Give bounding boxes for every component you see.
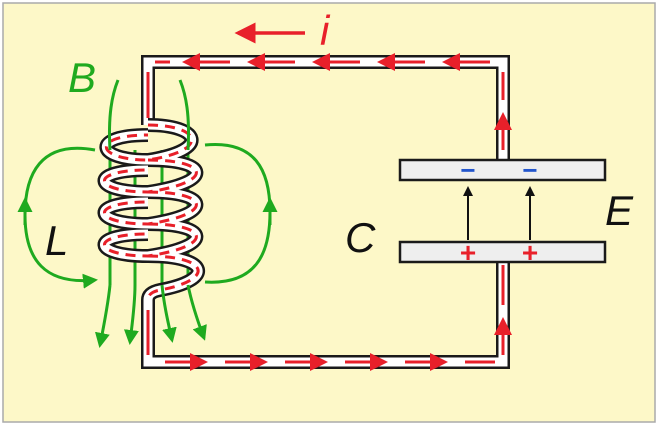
electric-field-arrows xyxy=(463,186,535,240)
current-flow-arrows xyxy=(146,53,512,371)
negative-charge-left: − xyxy=(460,155,475,185)
inductor-label: L xyxy=(45,217,68,264)
electric-field-label: E xyxy=(605,187,634,234)
positive-charge-right: + xyxy=(522,237,538,268)
magnetic-field-lines xyxy=(17,79,278,348)
capacitor-label: C xyxy=(345,214,376,261)
capacitor-bottom-plate xyxy=(398,240,607,264)
capacitor: − − + + xyxy=(398,155,607,268)
capacitor-top-plate xyxy=(398,158,607,182)
negative-charge-right: − xyxy=(522,155,537,185)
current-label: i xyxy=(320,7,331,54)
positive-charge-left: + xyxy=(460,237,476,268)
magnetic-field-label: B xyxy=(68,54,96,101)
coil-turns xyxy=(97,118,205,301)
inductor-coil xyxy=(97,118,205,301)
